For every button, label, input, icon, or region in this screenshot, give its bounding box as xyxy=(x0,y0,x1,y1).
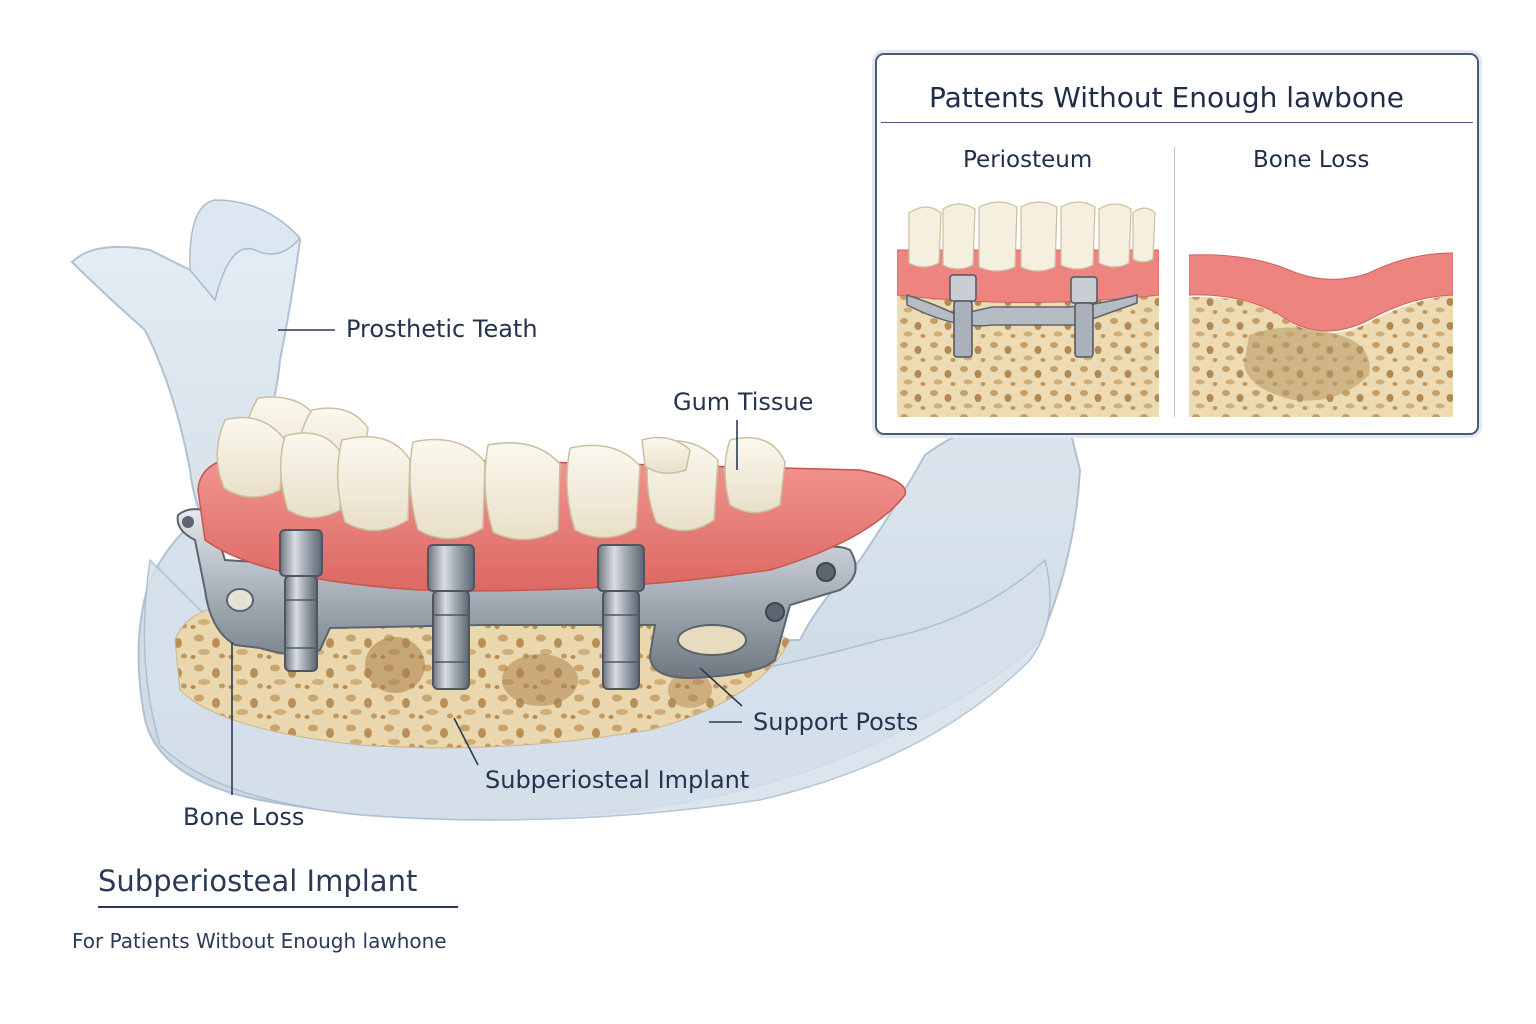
frame-hole xyxy=(226,588,254,612)
label-subperiosteal-implant: Subperiosteal Implant xyxy=(485,766,750,794)
frame-hole xyxy=(677,624,747,656)
frame-screw xyxy=(765,602,785,622)
condyle xyxy=(189,199,301,302)
leader-lines xyxy=(231,329,743,795)
bone-cavity xyxy=(1244,327,1370,401)
periosteum-illustration xyxy=(897,201,1159,417)
caption-rule xyxy=(98,906,458,908)
label-bone-loss: Bone Loss xyxy=(183,803,305,831)
panel-title-periosteum: Periosteum xyxy=(963,147,1093,173)
support-post xyxy=(597,544,645,690)
prosthetic-teeth xyxy=(216,396,786,541)
label-prosthetic-teeth: Prosthetic Teath xyxy=(346,315,538,343)
support-post xyxy=(279,529,323,672)
panel-title-bone-loss: Bone Loss xyxy=(1253,147,1370,173)
support-post xyxy=(427,544,475,690)
mini-post xyxy=(1070,276,1098,358)
crowns xyxy=(908,201,1156,272)
caption-title: Subperiosteal Implant xyxy=(98,864,418,898)
label-gum-tissue: Gum Tissue xyxy=(673,388,814,416)
mini-post xyxy=(949,274,977,358)
inset-title: Pattents Without Enough lawbone xyxy=(929,81,1404,114)
frame-screw xyxy=(816,562,836,582)
bone-loss-illustration xyxy=(1189,252,1453,417)
inset-panel: Pattents Without Enough lawbone Perioste… xyxy=(875,53,1479,435)
support-posts xyxy=(279,529,645,690)
panel-divider xyxy=(1174,147,1175,417)
label-support-posts: Support Posts xyxy=(753,708,919,736)
caption-subtitle: For Patients Witbout Enough lawhone xyxy=(72,929,447,953)
inset-header: Pattents Without Enough lawbone xyxy=(881,59,1473,123)
gum-band-sagging xyxy=(1189,252,1453,332)
